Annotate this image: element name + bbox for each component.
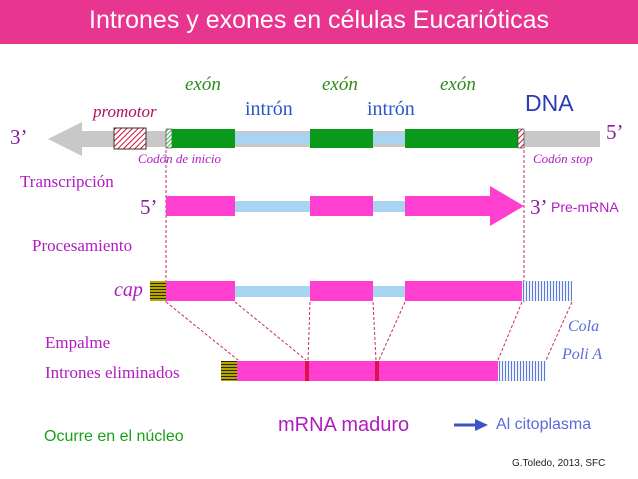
page-title: Intrones y exones en células Eucariótica…: [89, 6, 549, 34]
dna-3prime-label: 3’: [10, 125, 28, 149]
dna-exon-2: [310, 129, 373, 148]
splicing-connectors: [165, 301, 573, 361]
dna-intron-2: [373, 133, 405, 144]
promotor-box: [113, 127, 147, 150]
dna-label: DNA: [525, 90, 574, 116]
poly-a-tail-proc: [522, 281, 572, 301]
to-cytoplasm-label: Al citoplasma: [496, 416, 592, 433]
splicing-label: Empalme: [45, 333, 111, 352]
introns-removed-label: Intrones eliminados: [45, 363, 180, 382]
credit: G.Toledo, 2013, SFC: [512, 458, 606, 469]
proc-intron-2: [373, 286, 405, 297]
proc-exon-1: [166, 281, 235, 301]
proc-exon-2: [310, 281, 373, 301]
cap-label: cap: [114, 279, 143, 301]
transcription-label: Transcripción: [20, 172, 114, 191]
alignment-guides: [165, 150, 525, 302]
intron-label-2: intrón: [367, 98, 415, 120]
mature-exons: [237, 361, 498, 381]
exon-label-3: exón: [440, 74, 476, 95]
mature-cap: [221, 361, 237, 381]
exon-label-2: exón: [322, 74, 358, 95]
promotor-label: promotor: [93, 102, 157, 121]
pre-mrna-label: Pre-mRNA: [551, 199, 619, 215]
processing-label: Procesamiento: [32, 236, 133, 255]
exon-label-1: exón: [185, 74, 221, 95]
tail-label-line2: Poli A: [562, 346, 603, 363]
mature-mrna-strand: [221, 361, 546, 381]
pre-exon-3-arrow: [405, 186, 524, 226]
stop-codon-label: Codón stop: [533, 151, 593, 166]
stop-codon-marker: [517, 128, 525, 149]
nucleus-note: Ocurre en el núcleo: [44, 428, 184, 445]
pre-exon-1: [166, 196, 235, 216]
splice-junction-1: [305, 361, 309, 381]
intron-label-1: intrón: [245, 98, 293, 120]
dna-exon-3: [405, 129, 518, 148]
pre-5prime-label: 5’: [140, 195, 158, 219]
proc-intron-1: [235, 286, 310, 297]
tail-label-line1: Cola: [568, 318, 600, 335]
dna-5prime-label: 5’: [606, 120, 624, 144]
to-cytoplasm-arrow: [454, 419, 488, 431]
dna-exon-1: [172, 129, 235, 148]
processed-strand: [150, 281, 572, 301]
start-codon-marker: [165, 128, 173, 149]
cap-structure: [150, 281, 166, 301]
pre-intron-1: [235, 201, 310, 212]
poly-a-tail-mature: [498, 361, 546, 381]
mature-mrna-label: mRNA maduro: [278, 414, 410, 436]
pre-3prime-label: 3’: [530, 195, 548, 219]
title-bar: [0, 0, 638, 44]
splice-junction-2: [375, 361, 379, 381]
start-codon-label: Codón de inicio: [138, 151, 222, 166]
proc-exon-3: [405, 281, 522, 301]
dna-strand: [48, 122, 600, 156]
pre-mrna-strand: [166, 186, 524, 226]
pre-exon-2: [310, 196, 373, 216]
pre-intron-2: [373, 201, 405, 212]
dna-intron-1: [235, 133, 310, 144]
